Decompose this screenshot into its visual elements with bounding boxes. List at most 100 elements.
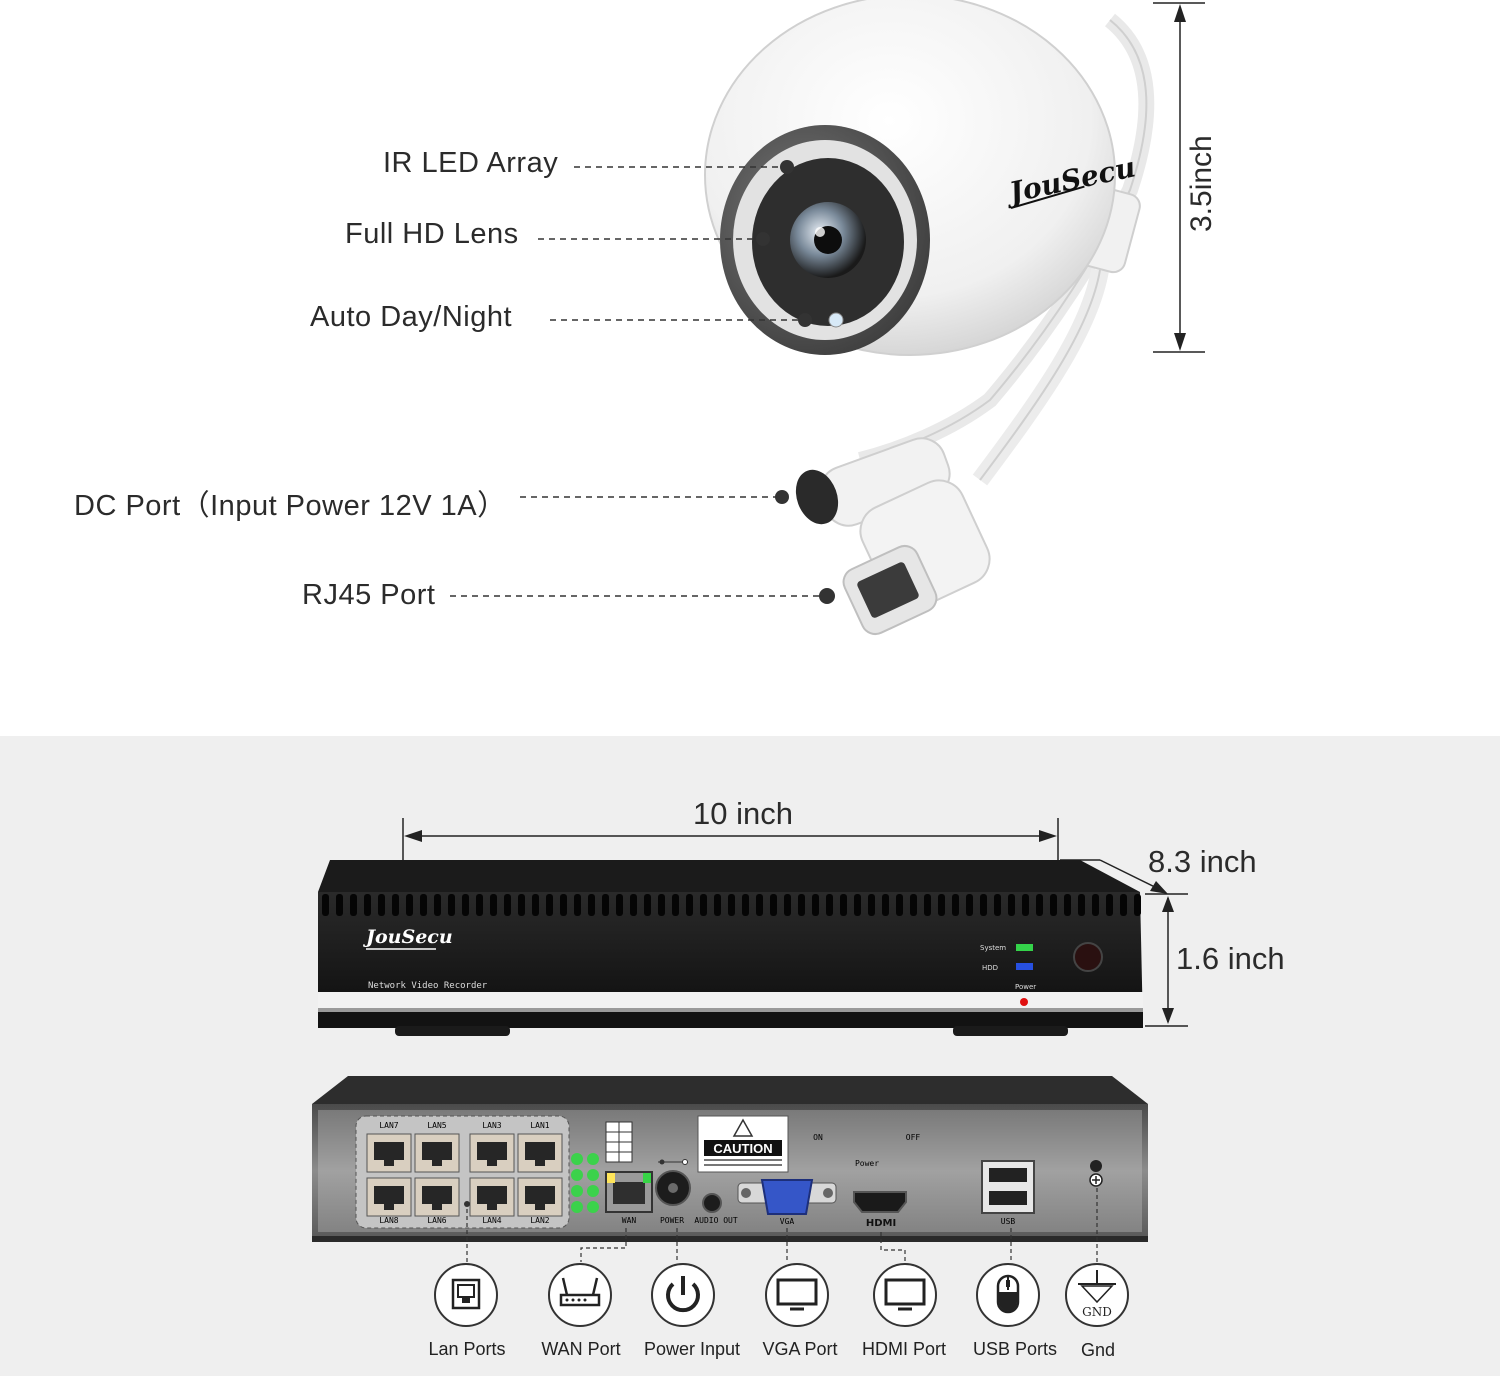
nvr-subtitle: Network Video Recorder	[368, 981, 488, 991]
rear-power-label: POWER	[660, 1216, 684, 1225]
rear-usb-label: USB	[1001, 1217, 1016, 1226]
front-vent	[924, 894, 931, 916]
lan-status-led	[571, 1153, 583, 1165]
front-vent	[1050, 894, 1057, 916]
front-vent	[840, 894, 847, 916]
front-vent	[322, 894, 329, 916]
front-vent	[588, 894, 595, 916]
day-night-label: Auto Day/Night	[310, 301, 513, 333]
front-vent	[658, 894, 665, 916]
lan-status-led	[571, 1185, 583, 1197]
front-vent	[1106, 894, 1113, 916]
lan-status-led	[571, 1169, 583, 1181]
front-vent	[994, 894, 1001, 916]
front-vent	[1008, 894, 1015, 916]
day-night-sensor	[828, 312, 844, 328]
lan-port: LAN5	[414, 1121, 460, 1173]
lan-port: LAN1	[517, 1121, 563, 1173]
lan-port: LAN3	[469, 1121, 515, 1173]
front-vent	[1022, 894, 1029, 916]
mouse-icon	[976, 1263, 1040, 1327]
lan-port-label: LAN3	[482, 1121, 501, 1130]
front-vent	[602, 894, 609, 916]
vga-port-label: VGA Port	[762, 1339, 838, 1359]
camera-height-label: 3.5inch	[1185, 135, 1218, 232]
lan-port-icon	[434, 1263, 498, 1327]
front-vent	[574, 894, 581, 916]
front-vent	[854, 894, 861, 916]
lan-port-label: LAN5	[427, 1121, 446, 1130]
lan-status-led	[587, 1169, 599, 1181]
camera-illustration: JouSecu	[450, 0, 1205, 636]
rj45-port-label: RJ45 Port	[302, 579, 436, 611]
front-vent	[798, 894, 805, 916]
lan-port-label: LAN7	[379, 1121, 398, 1130]
front-vent	[1064, 894, 1071, 916]
front-vent	[728, 894, 735, 916]
front-vent	[448, 894, 455, 916]
monitor-icon	[873, 1263, 937, 1327]
front-vent	[966, 894, 973, 916]
front-vent	[378, 894, 385, 916]
lan-status-led	[571, 1201, 583, 1213]
front-vent	[770, 894, 777, 916]
front-vent	[672, 894, 679, 916]
front-vent	[546, 894, 553, 916]
front-vent	[336, 894, 343, 916]
lan-status-led	[587, 1201, 599, 1213]
hdmi-port-label: HDMI Port	[861, 1339, 946, 1359]
rear-off-label: OFF	[906, 1133, 921, 1142]
front-vent	[910, 894, 917, 916]
front-vent	[518, 894, 525, 916]
usb-ports-label: USB Ports	[972, 1339, 1058, 1359]
lan-port-label: LAN2	[530, 1216, 549, 1225]
front-vent	[742, 894, 749, 916]
lens-label: Full HD Lens	[345, 218, 519, 250]
front-vent	[406, 894, 413, 916]
front-vent	[1078, 894, 1085, 916]
front-vent	[392, 894, 399, 916]
front-vent	[1120, 894, 1127, 916]
front-vent	[952, 894, 959, 916]
front-vent	[756, 894, 763, 916]
front-vent	[1036, 894, 1043, 916]
monitor-icon	[765, 1263, 829, 1327]
lan-port: LAN2	[517, 1177, 563, 1225]
front-vent	[714, 894, 721, 916]
front-vent	[882, 894, 889, 916]
front-vent	[686, 894, 693, 916]
front-vent	[434, 894, 441, 916]
ground-icon: GND	[1065, 1263, 1129, 1327]
system-led-label: System	[980, 944, 1006, 952]
rear-wan-label: WAN	[622, 1216, 637, 1225]
nvr-illustration: JouSecu Network Video Recorder System HD…	[312, 818, 1188, 1262]
rear-on-label: ON	[813, 1133, 823, 1142]
front-vent	[476, 894, 483, 916]
hdd-led-label: HDD	[982, 964, 998, 972]
front-vent	[616, 894, 623, 916]
rear-power-switch-label: Power	[855, 1159, 879, 1168]
power-led	[1020, 998, 1028, 1006]
power-icon	[651, 1263, 715, 1327]
lan-port: LAN4	[469, 1177, 515, 1225]
dc-port-label: DC Port（Input Power 12V 1A）	[74, 490, 507, 522]
front-vent	[364, 894, 371, 916]
lan-status-led	[587, 1185, 599, 1197]
front-vent	[504, 894, 511, 916]
gnd-label: Gnd	[1080, 1340, 1116, 1360]
front-vent	[938, 894, 945, 916]
ir-receiver	[1073, 942, 1103, 972]
front-vent	[560, 894, 567, 916]
front-vent	[980, 894, 987, 916]
rear-hdmi-label: HDMI	[866, 1218, 896, 1229]
front-vent	[532, 894, 539, 916]
lan-port-label: LAN1	[530, 1121, 549, 1130]
nvr-front: JouSecu Network Video Recorder System HD…	[318, 860, 1143, 1036]
router-icon	[548, 1263, 612, 1327]
lan-port: LAN8	[366, 1177, 412, 1225]
lan-port: LAN6	[414, 1177, 460, 1225]
power-input-label: Power Input	[643, 1339, 741, 1359]
front-vent	[350, 894, 357, 916]
front-vent	[896, 894, 903, 916]
